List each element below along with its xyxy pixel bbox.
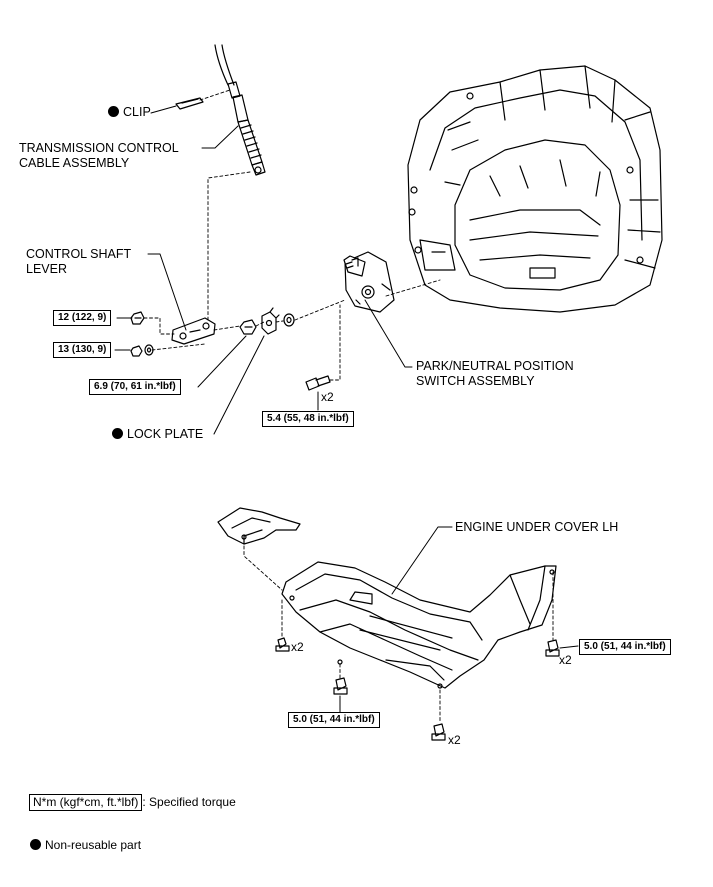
nonreusable-legend-text: Non-reusable part [45,838,142,852]
cable-label: TRANSMISSION CONTROL CABLE ASSEMBLY [19,141,179,171]
torque-legend-box: N*m (kgf*cm, ft.*lbf) [29,794,143,811]
assembly-guide-lines [143,89,554,723]
lock-plate-label: LOCK PLATE [112,427,203,442]
torque-nut-lever-upper: 12 (122, 9) [53,310,112,326]
torque-nut-lever-lower: 13 (130, 9) [53,342,112,358]
torque-bolt-cover-bottom: 5.0 (51, 44 in.*lbf) [288,712,380,728]
clip-label-text: CLIP [123,105,151,119]
control-shaft-lever-label: CONTROL SHAFT LEVER [26,247,131,277]
torque-nut-switch: 6.9 (70, 61 in.*lbf) [89,379,181,395]
small-fasteners-illustration [130,307,331,391]
nonreusable-dot-icon [112,428,123,439]
transmission-illustration [407,65,663,313]
nonreusable-dot-icon [108,106,119,117]
nonreusable-legend: Non-reusable part [30,838,141,853]
engine-under-cover-illustration [217,507,560,741]
switch-label: PARK/NEUTRAL POSITION SWITCH ASSEMBLY [416,359,574,389]
lock-plate-label-text: LOCK PLATE [127,427,204,441]
torque-legend: N*m (kgf*cm, ft.*lbf): Specified torque [29,794,236,811]
park-neutral-switch-illustration [343,251,395,313]
engine-under-cover-label: ENGINE UNDER COVER LH [455,520,618,535]
leader-lines [114,105,579,713]
torque-bolt-cover-right: 5.0 (51, 44 in.*lbf) [579,639,671,655]
torque-legend-desc: : Specified torque [142,795,236,809]
multiplier-cover-right: x2 [559,653,572,667]
nonreusable-dot-icon [30,839,41,850]
transmission-control-cable-illustration [175,44,266,176]
multiplier-cover-left: x2 [291,640,304,654]
under-cover-label-text: ENGINE UNDER COVER LH [455,520,619,534]
shaft-label-line1: CONTROL SHAFT [26,247,132,261]
cable-label-line2: CABLE ASSEMBLY [19,156,130,170]
shaft-label-line2: LEVER [26,262,67,276]
torque-bolt-switch: 5.4 (55, 48 in.*lbf) [262,411,354,427]
clip-label: CLIP [108,105,151,120]
multiplier-cover-bottom: x2 [448,733,461,747]
control-shaft-lever-illustration [171,317,216,345]
multiplier-switch-bolt: x2 [321,390,334,404]
switch-label-line2: SWITCH ASSEMBLY [416,374,535,388]
switch-label-line1: PARK/NEUTRAL POSITION [416,359,574,373]
cable-label-line1: TRANSMISSION CONTROL [19,141,179,155]
